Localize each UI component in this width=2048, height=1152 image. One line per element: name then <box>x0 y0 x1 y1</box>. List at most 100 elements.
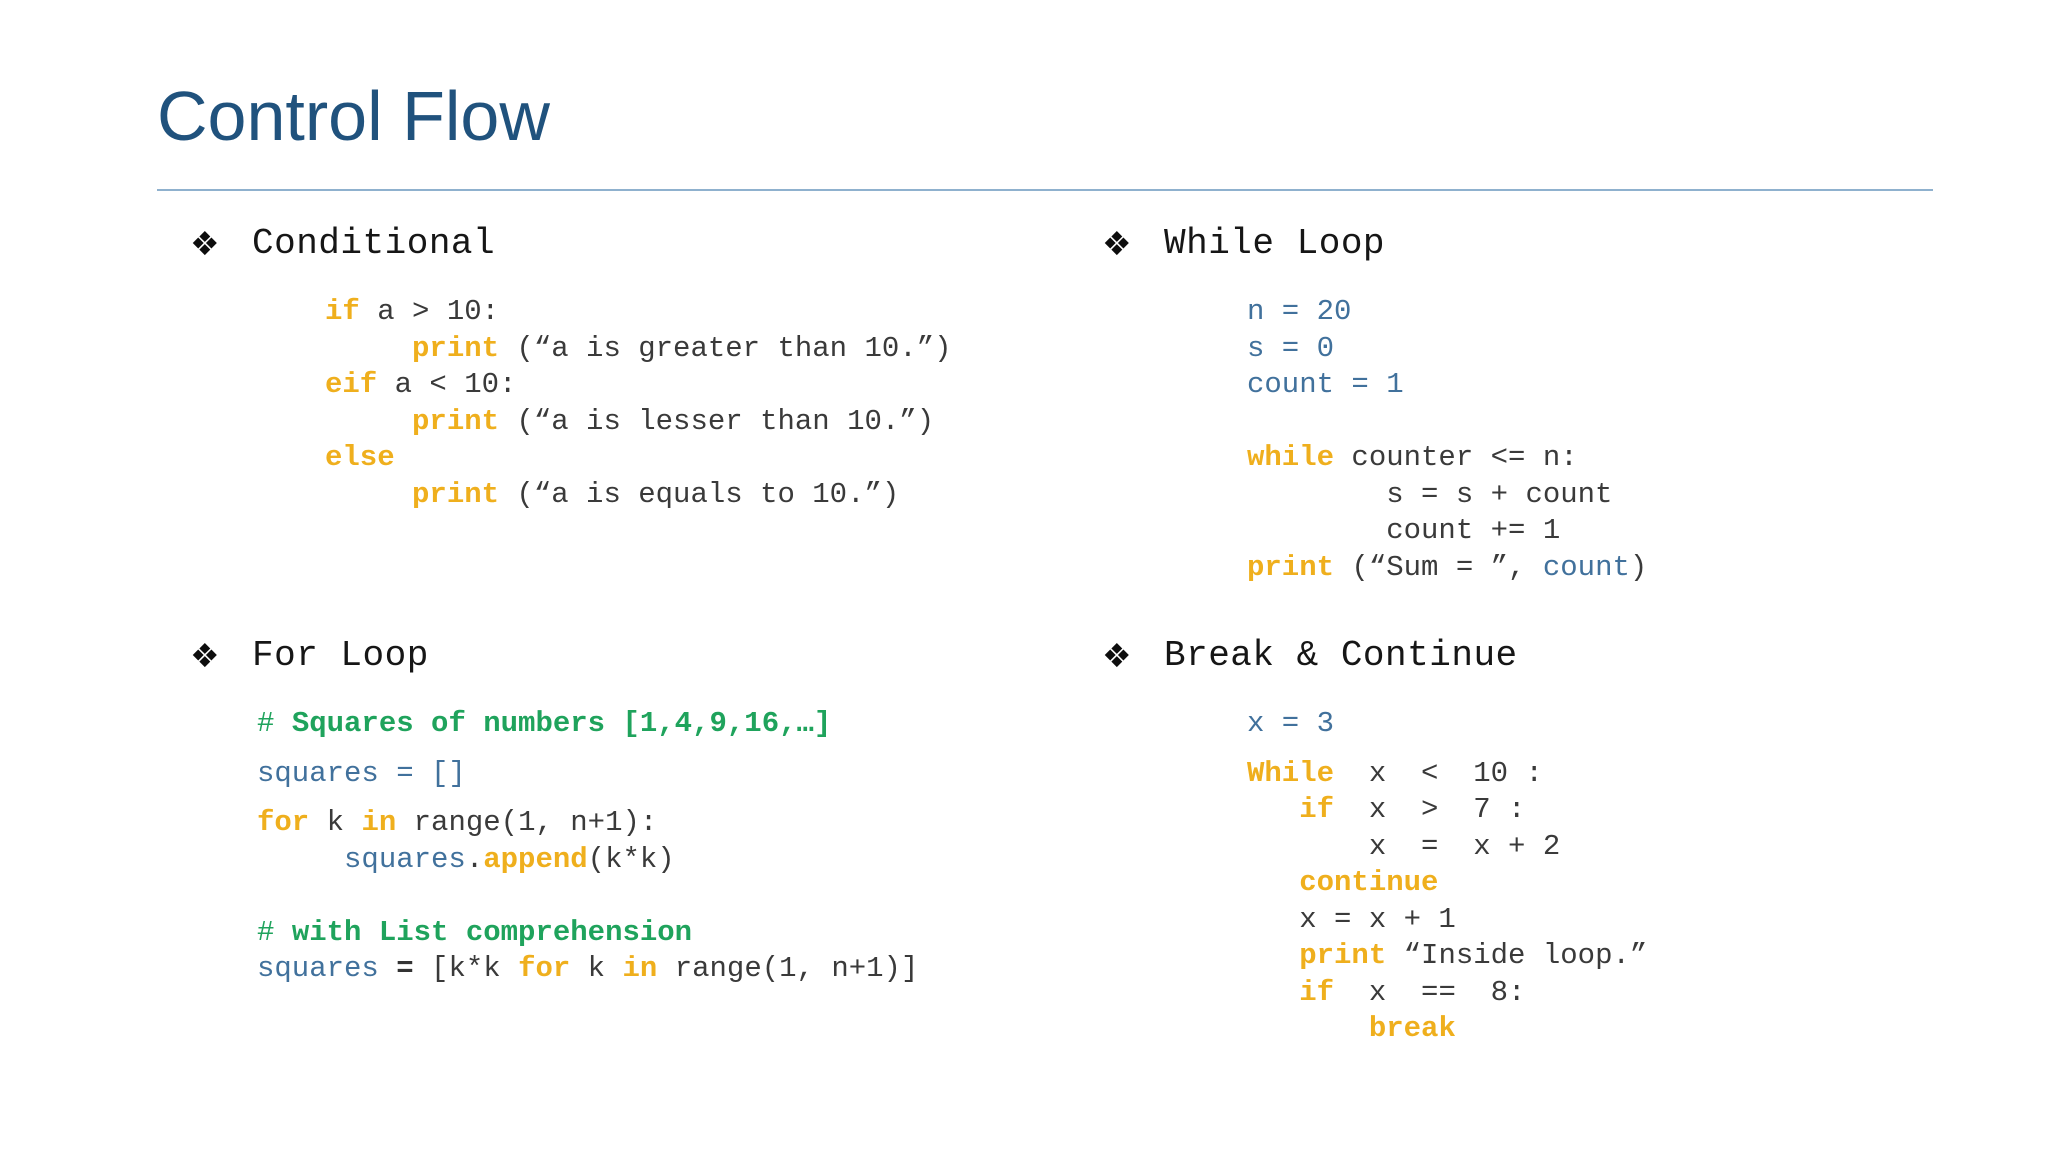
code-token: (“Sum = ”, <box>1334 550 1543 584</box>
code-token: count += 1 <box>1247 514 1561 547</box>
code-token: x = 3 <box>1247 707 1335 740</box>
code-token: range(1, n+1): <box>396 806 658 839</box>
code-block-for-loop: # Squares of numbers [1,4,9,16,…] squares… <box>257 706 918 988</box>
code-line: print (“a is greater than 10.”) <box>325 331 952 368</box>
code-token <box>1247 939 1299 972</box>
code-line: squares = [k*k for k in range(1, n+1)] <box>257 951 918 988</box>
section-conditional: ❖ Conditional if a > 10: print (“a is gr… <box>190 222 952 513</box>
diamond-bullet-icon: ❖ <box>1102 224 1132 263</box>
code-line: squares = [] <box>257 756 918 793</box>
code-token: in <box>361 806 397 839</box>
code-token <box>1247 866 1299 899</box>
code-token <box>325 405 412 438</box>
code-token <box>257 843 344 876</box>
code-line: s = s + count <box>1247 477 1647 514</box>
code-token: s = 0 <box>1247 331 1335 365</box>
code-line: x = x + 2 <box>1247 829 1647 866</box>
code-line: While x < 10 : <box>1247 756 1647 793</box>
page-title: Control Flow <box>157 77 550 155</box>
code-token: ) <box>1629 550 1648 584</box>
code-line: if a > 10: <box>325 294 952 331</box>
code-line: print (“Sum = ”, count) <box>1247 550 1647 587</box>
code-token: a > 10: <box>359 295 500 328</box>
code-token: n = 20 <box>1247 295 1352 328</box>
code-token: break <box>1368 1012 1456 1045</box>
section-for-loop: ❖ For Loop # Squares of numbers [1,4,9,1… <box>190 634 918 988</box>
section-header: ❖ Conditional <box>190 222 952 266</box>
code-token: x < 10 : <box>1334 756 1543 790</box>
code-token <box>379 952 396 985</box>
code-line: count += 1 <box>1247 513 1647 550</box>
code-token: continue <box>1299 866 1439 899</box>
code-token: (“a is lesser than 10.”) <box>499 404 935 438</box>
code-token: Squares of numbers [1,4,9,16,…] <box>291 707 832 740</box>
code-token: (“a is equals to 10.”) <box>499 477 900 511</box>
code-line: print (“a is equals to 10.”) <box>325 477 952 514</box>
code-token: for <box>518 952 571 985</box>
code-token: else <box>325 441 395 474</box>
code-token: print <box>412 477 500 511</box>
code-token: print <box>412 404 500 438</box>
code-token: while <box>1247 441 1335 474</box>
code-line <box>1247 404 1647 441</box>
code-line: squares.append(k*k) <box>257 842 918 879</box>
code-line: while counter <= n: <box>1247 440 1647 477</box>
code-line: eif a < 10: <box>325 367 952 404</box>
code-token: = <box>396 952 414 985</box>
code-token: x == 8: <box>1334 975 1526 1009</box>
code-block-break-continue: x = 3 While x < 10 : if x > 7 : x = x + 2… <box>1247 706 1647 1048</box>
code-token: if <box>1299 975 1335 1009</box>
code-line: if x > 7 : <box>1247 792 1647 829</box>
diamond-bullet-icon: ❖ <box>190 636 220 675</box>
code-token: range(1, n+1)] <box>657 952 919 985</box>
code-token: eif <box>325 368 378 401</box>
code-token: counter <= n: <box>1334 441 1578 474</box>
code-token <box>325 478 412 511</box>
code-token: [k*k <box>413 952 519 985</box>
code-token: “Inside loop.” <box>1386 939 1648 972</box>
code-token: . <box>465 842 484 876</box>
code-token: append <box>483 842 588 876</box>
code-token: with List comprehension <box>291 915 693 949</box>
code-line: n = 20 <box>1247 294 1647 331</box>
code-token: x = x + 1 <box>1247 902 1456 936</box>
diamond-bullet-icon: ❖ <box>190 224 220 263</box>
code-token: k <box>309 806 362 839</box>
title-divider <box>157 189 1933 191</box>
section-title: Conditional <box>252 223 496 264</box>
code-token: s = s + count <box>1247 477 1613 511</box>
code-token: print <box>412 331 500 365</box>
code-line: if x == 8: <box>1247 975 1647 1012</box>
code-token: (k*k) <box>587 842 675 876</box>
code-line: x = 3 <box>1247 706 1647 743</box>
section-header: ❖ While Loop <box>1102 222 1647 266</box>
code-token: for <box>257 806 310 839</box>
code-line: # Squares of numbers [1,4,9,16,…] <box>257 706 918 743</box>
code-token: count <box>1542 550 1630 584</box>
code-token: (“a is greater than 10.”) <box>499 331 952 365</box>
code-token: squares = [] <box>257 756 466 790</box>
code-token: print <box>1247 550 1335 584</box>
code-line: x = x + 1 <box>1247 902 1647 939</box>
section-title: While Loop <box>1164 223 1386 264</box>
code-line: continue <box>1247 865 1647 902</box>
section-break-continue: ❖ Break & Continue x = 3 While x < 10 : i… <box>1102 634 1647 1048</box>
code-token <box>1247 976 1299 1009</box>
code-token <box>325 332 412 365</box>
section-title: Break & Continue <box>1164 635 1518 676</box>
code-line: print (“a is lesser than 10.”) <box>325 404 952 441</box>
code-line: else <box>325 440 952 477</box>
code-line: s = 0 <box>1247 331 1647 368</box>
section-header: ❖ Break & Continue <box>1102 634 1647 678</box>
code-line <box>257 878 918 915</box>
section-title: For Loop <box>252 635 429 676</box>
code-token <box>1247 1012 1369 1045</box>
code-line: # with List comprehension <box>257 915 918 952</box>
code-token: x > 7 : <box>1334 793 1526 826</box>
code-token: # <box>257 707 292 740</box>
code-token: count = 1 <box>1247 368 1404 401</box>
code-token: squares <box>344 842 466 876</box>
